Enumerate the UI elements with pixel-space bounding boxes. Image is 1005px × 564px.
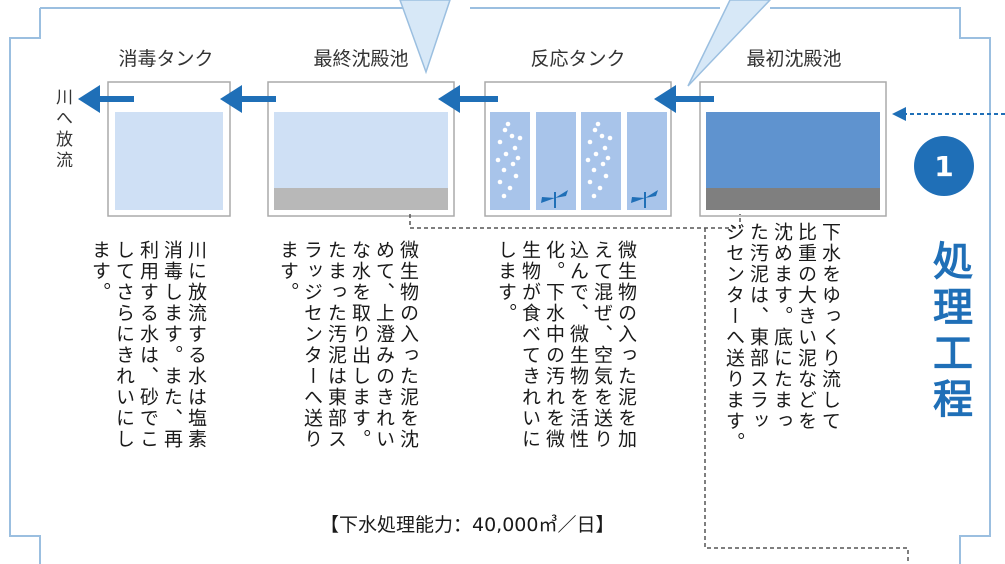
arrow-left-icon	[220, 85, 276, 113]
callout-wedge-left	[399, 0, 451, 75]
flow-arrows	[78, 85, 714, 113]
stage-label-primary-sedimentation: 最初沈殿池	[746, 48, 842, 70]
inflow-arrow	[892, 107, 1005, 121]
arrow-left-icon	[78, 85, 134, 113]
stage-label-disinfection: 消毒タンク	[118, 48, 214, 70]
air-bubbles	[495, 121, 613, 199]
arrow-left-icon	[654, 85, 714, 113]
callout-wedge-right	[687, 0, 772, 87]
stage-desc-final-sedimentation: 微生物の入った泥を沈 めて、上澄みのきれい な水を取り出します。 たまった汚泥は…	[277, 240, 419, 450]
stage-label-final-sedimentation: 最終沈殿池	[313, 48, 409, 70]
arrow-left-icon	[438, 85, 498, 113]
final-sedimentation-water	[274, 112, 448, 188]
disinfection-water	[115, 112, 223, 210]
sludge-route	[409, 214, 909, 564]
outer-frame	[9, 7, 991, 564]
mixer-icon	[631, 190, 658, 208]
stage-desc-primary-sedimentation: 下水をゆっくり流して 比重の大きい泥などを 沈めます。底にたまっ た汚泥は、東部…	[723, 222, 841, 453]
stage-desc-disinfection: 川に放流する水は塩素 消毒します。また、再 利用する水は、砂でこ してさらにきれ…	[89, 240, 207, 450]
stage-desc-reaction: 微生物の入った泥を加 えて混ぜ、空気を送り 込んで、微生物を活性 化。下水中の汚…	[495, 240, 637, 450]
section-title: 処理工程	[926, 240, 972, 424]
primary-sedimentation-sludge	[706, 188, 880, 210]
stage-label-reaction: 反応タンク	[530, 48, 626, 70]
primary-sedimentation-water	[706, 112, 880, 188]
mixer-icon	[541, 190, 568, 208]
treatment-capacity: 【下水処理能力：40,000㎥／日】	[320, 514, 615, 536]
reaction-compartments	[490, 112, 667, 210]
step-number-badge: 1	[914, 136, 974, 196]
river-discharge-label: 川へ放流	[52, 88, 72, 172]
final-sedimentation-sludge	[274, 188, 448, 210]
